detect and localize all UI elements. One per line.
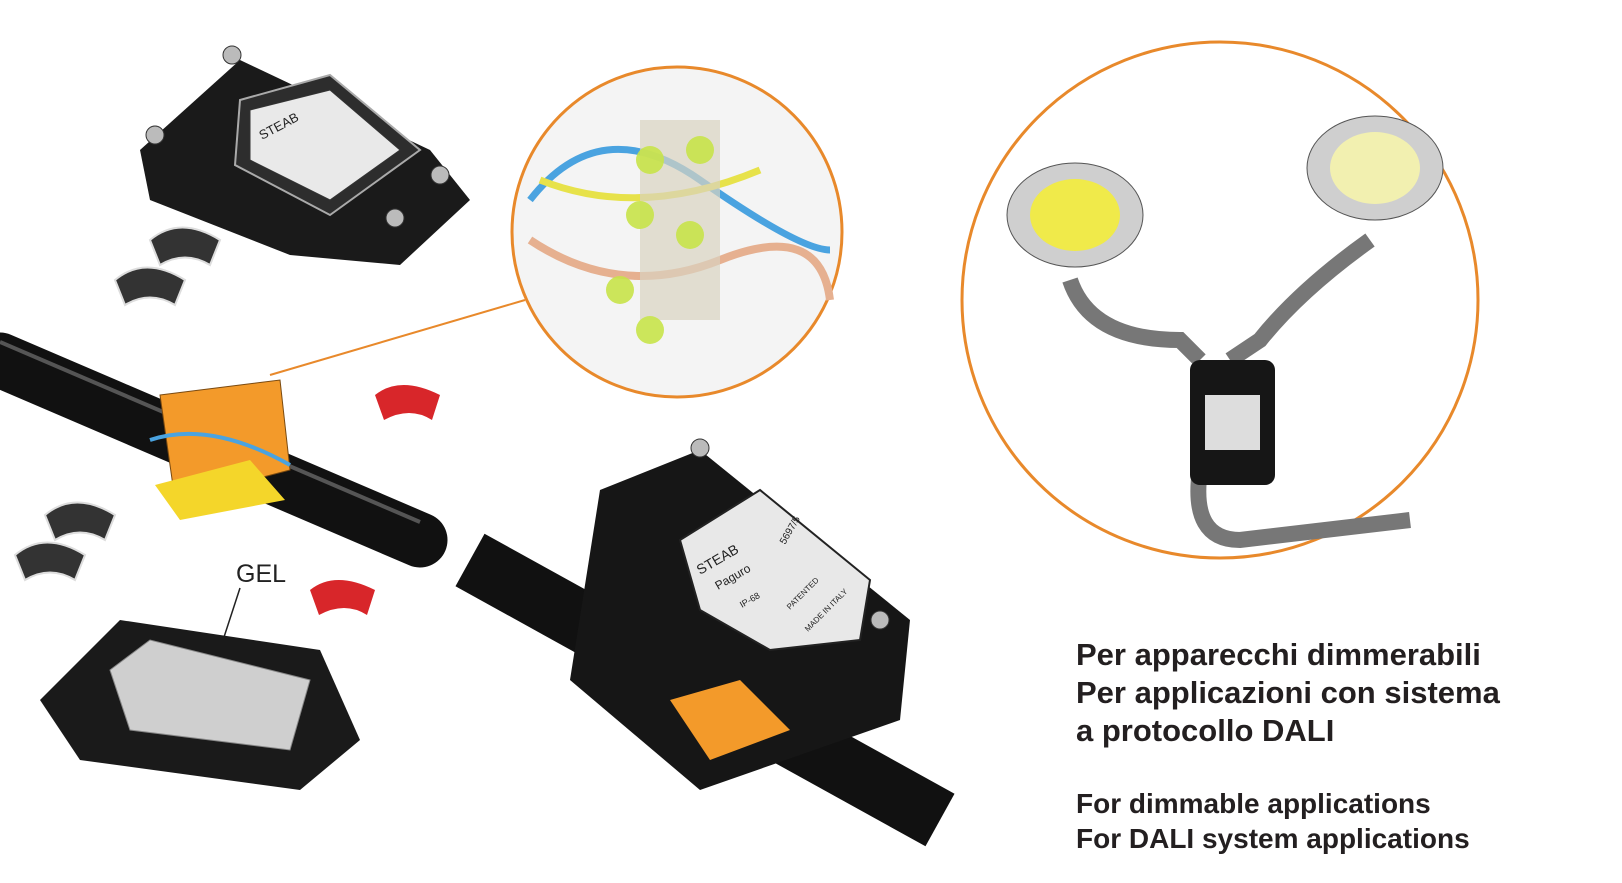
callout-line <box>269 299 526 376</box>
cable-clamp-grey <box>13 226 222 582</box>
cable-clamp-red <box>310 385 440 615</box>
description-it-line-1: Per apparecchi dimmerabili <box>1076 637 1481 672</box>
description-italian: Per apparecchi dimmerabili Per applicazi… <box>1076 636 1500 750</box>
assembled-junction-box: STEAB Paguro 5697/5 IP-68 PATENTED MADE … <box>455 438 955 847</box>
description-it-line-2: Per applicazioni con sistema <box>1076 675 1500 710</box>
terminal-detail-circle <box>510 65 844 399</box>
dali-application-circle <box>960 40 1480 560</box>
cable-with-terminal-block <box>0 332 448 568</box>
junction-box-cover: STEAB <box>140 45 470 265</box>
description-en-line-1: For dimmable applications <box>1076 788 1431 819</box>
gel-label: GEL <box>236 560 287 588</box>
description-english: For dimmable applications For DALI syste… <box>1076 786 1470 856</box>
description-it-line-3: a protocollo DALI <box>1076 713 1335 748</box>
junction-box-base-with-gel <box>40 620 360 790</box>
description-en-line-2: For DALI system applications <box>1076 823 1470 854</box>
